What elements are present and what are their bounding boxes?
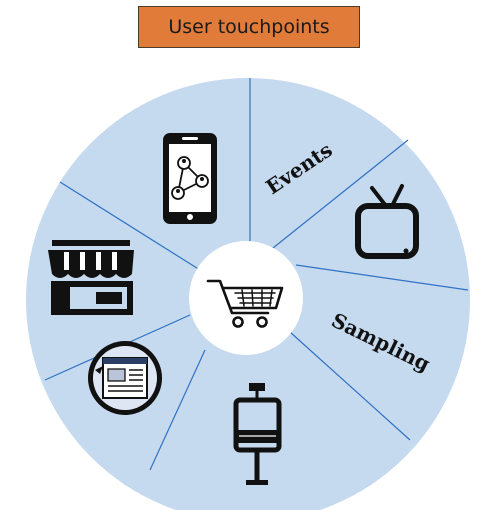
kiosk-icon	[233, 383, 282, 485]
title-box: User touchpoints	[138, 6, 360, 48]
divider-line	[295, 264, 469, 291]
shopping-cart-icon	[206, 279, 284, 328]
newspaper-icon	[88, 341, 162, 415]
tv-icon	[355, 184, 419, 259]
storefront-icon	[48, 240, 134, 315]
divider-line	[289, 331, 411, 441]
smartphone-network-icon	[163, 133, 217, 224]
divider-line	[267, 139, 409, 253]
divider-line	[149, 349, 206, 471]
divider-line	[59, 181, 201, 271]
